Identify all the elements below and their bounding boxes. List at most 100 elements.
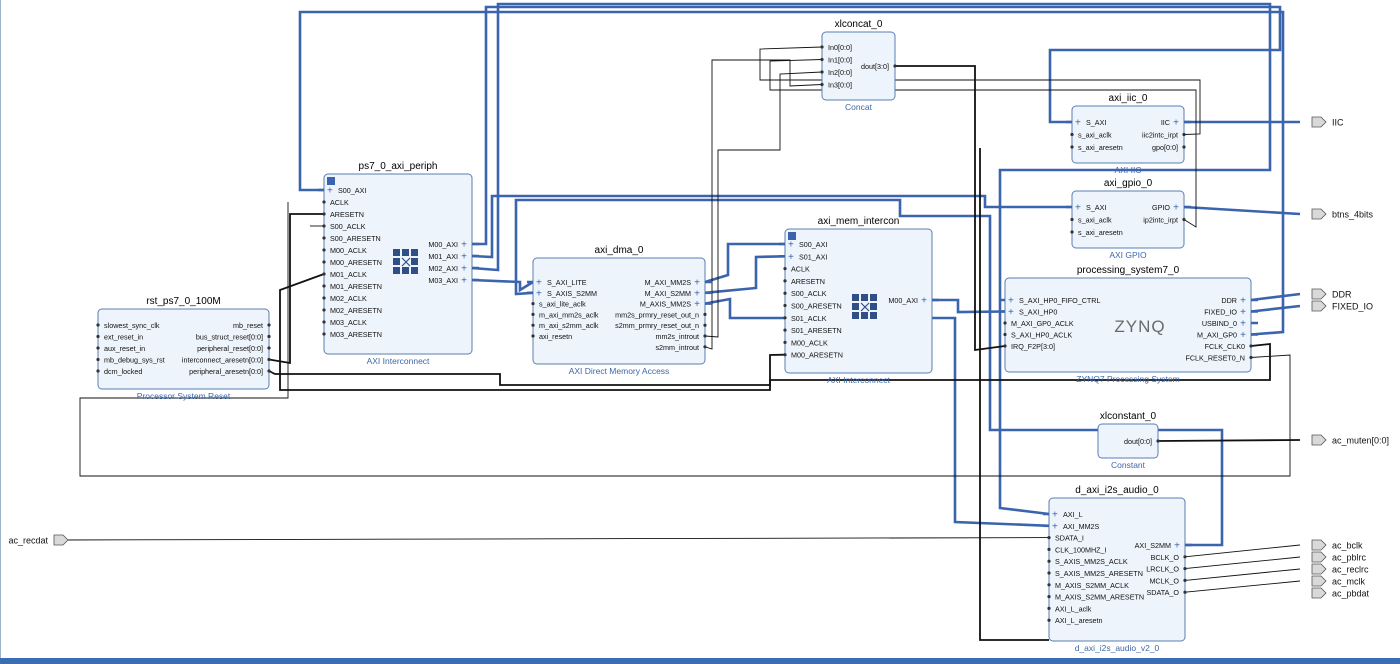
pin-s01-axi: S01_AXI	[799, 252, 827, 261]
bus-plus-icon: +	[461, 240, 467, 251]
port-label: DDR	[1332, 290, 1352, 300]
bus-plus-icon: +	[1075, 118, 1081, 129]
port-label: ac_reclrc	[1332, 565, 1369, 575]
pin-dot	[1182, 217, 1186, 222]
pin-s00-axi: S00_AXI	[338, 186, 366, 195]
port-ac-reclrc[interactable]: ac_reclrc	[1311, 563, 1369, 575]
bus-gpio-out	[1183, 205, 1301, 216]
port-arrow-icon	[1311, 116, 1327, 128]
port-btns-4bits[interactable]: btns_4bits	[1311, 208, 1374, 220]
pin-dot	[703, 323, 707, 327]
left-frame-edge	[0, 0, 1, 664]
port-fixed-io[interactable]: FIXED_IO	[1311, 300, 1373, 312]
net-gpio-irpt	[769, 59, 1197, 228]
net-mute	[1157, 439, 1301, 442]
bus-plus-icon: +	[694, 278, 700, 289]
port-arrow-icon	[1311, 208, 1327, 220]
pin-m-axi-s2mm: M_AXI_S2MM	[645, 289, 691, 298]
bus-m02-to-i2s	[471, 2, 1272, 516]
pin-dot	[1183, 590, 1187, 594]
port-ac-bclk[interactable]: ac_bclk	[1311, 539, 1363, 551]
port-ac-muten[interactable]: ac_muten[0:0]	[1311, 434, 1389, 446]
net-fclk-reset	[79, 202, 1291, 477]
pin-m02-aclk: M02_ACLK	[330, 294, 367, 303]
pin-dot	[322, 320, 326, 324]
bus-plus-icon: +	[1240, 319, 1246, 330]
pin-m00-aresetn: M00_ARESETN	[791, 351, 843, 360]
bus-plus-icon: +	[461, 252, 467, 263]
crossbar-icon	[411, 258, 418, 265]
net-aclk-i2s-bus	[979, 148, 1049, 641]
pin-dot	[322, 224, 326, 228]
pin-s-axis-mm2s-aresetn: S_AXIS_MM2S_ARESETN	[1055, 569, 1143, 578]
bus-mm2s-to-mem	[704, 242, 785, 284]
pin-sdata-i: SDATA_I	[1055, 534, 1084, 543]
net-bclk	[1184, 544, 1301, 558]
pin-s01-aresetn: S01_ARESETN	[791, 326, 842, 335]
pin-s-axi-aclk: s_axi_aclk	[1078, 131, 1112, 140]
pin-dot	[322, 332, 326, 336]
pin-m-axis-s2mm-aresetn: M_AXIS_S2MM_ARESETN	[1055, 593, 1144, 602]
bus-plus-icon: +	[461, 276, 467, 287]
pin-s-axi-hp0: S_AXI_HP0	[1019, 308, 1057, 317]
pin-m00-axi: M00_AXI	[888, 296, 918, 305]
port-iic[interactable]: IIC	[1311, 116, 1344, 128]
port-arrow-icon	[1311, 288, 1327, 300]
pin-dot	[322, 236, 326, 240]
pin-s-axi-aresetn: s_axi_aresetn	[1078, 228, 1123, 237]
pin-dot	[783, 353, 787, 357]
pin-m-axi-mm2s: M_AXI_MM2S	[645, 278, 692, 287]
port-ac-pbdat[interactable]: ac_pbdat	[1311, 587, 1370, 599]
pin-dot	[783, 279, 787, 283]
bus-plus-icon: +	[1052, 510, 1058, 521]
pin-s00-aclk: S00_ACLK	[791, 289, 827, 298]
pin-sdata-o: SDATA_O	[1147, 588, 1180, 597]
crossbar-icon	[861, 312, 868, 319]
pin-mm2s-prmry-reset-out-n: mm2s_prmry_reset_out_n	[615, 310, 699, 319]
pin-m01-axi: M01_AXI	[428, 252, 458, 261]
pin-s-axi: S_AXI	[1086, 118, 1106, 127]
pin-dot	[703, 345, 707, 349]
bus-plus-icon: +	[1052, 521, 1058, 532]
pin-dot	[96, 346, 100, 350]
bus-plus-icon: +	[1240, 307, 1246, 318]
pin-s00-aresetn: S00_ARESETN	[791, 302, 842, 311]
port-arrow-icon	[1311, 563, 1327, 575]
pin-m03-aresetn: M03_ARESETN	[330, 330, 382, 339]
block-concat[interactable]: xlconcat_0ConcatIn0[0:0]In1[0:0]In2[0:0]…	[820, 19, 897, 112]
pin-m02-axi: M02_AXI	[428, 264, 458, 273]
pin-s-axi-aclk: s_axi_aclk	[1078, 216, 1112, 225]
pin-dot	[820, 82, 824, 87]
pin-aclk: ACLK	[330, 198, 349, 207]
port-ac-mclk[interactable]: ac_mclk	[1311, 575, 1366, 587]
pin-dot	[820, 70, 824, 74]
pin-dot	[820, 45, 824, 49]
port-arrow-icon	[1311, 551, 1327, 563]
port-ac-recdat[interactable]: ac_recdat	[8, 534, 69, 546]
pin-dot	[96, 369, 100, 373]
pin-dot	[1182, 132, 1186, 137]
bus-i2s-s2mm-to-dma	[514, 198, 1224, 547]
block-mem-subtitle: AXI Interconnect	[827, 375, 890, 385]
bus-s2mm-to-mem	[704, 255, 786, 295]
pin-dot	[703, 312, 707, 316]
pin-axi-l-aresetn: AXI_L_aresetn	[1055, 616, 1103, 625]
block-i2s[interactable]: d_axi_i2s_audio_0d_axi_i2s_audio_v2_0+AX…	[1043, 485, 1192, 653]
pin-dot	[322, 248, 326, 252]
port-arrow-icon	[1311, 587, 1327, 599]
pin-bus-struct-reset-0-0: bus_struct_reset[0:0]	[196, 333, 263, 342]
port-ddr[interactable]: DDR	[1311, 288, 1352, 300]
pin-iic2intc-irpt: iic2intc_irpt	[1142, 131, 1178, 140]
port-ac-pblrc[interactable]: ac_pblrc	[1311, 551, 1367, 563]
port-arrow-icon	[1311, 575, 1327, 587]
